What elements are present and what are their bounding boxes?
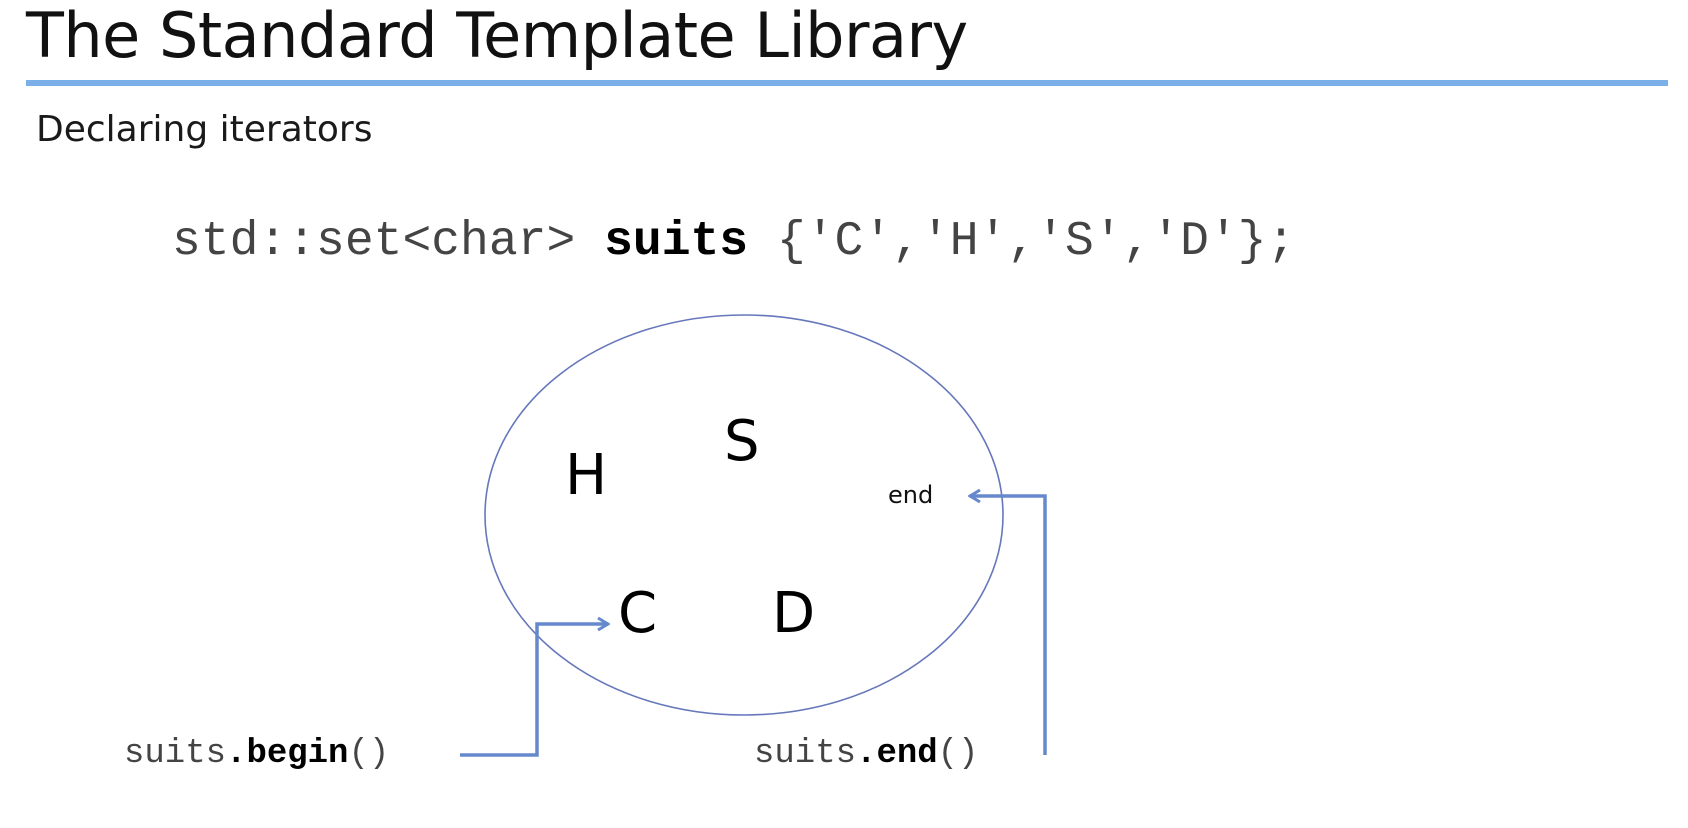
end-position-label: end xyxy=(888,481,934,509)
begin-call-code: suits.begin() xyxy=(124,734,389,774)
set-element-h: H xyxy=(565,443,608,508)
declaration-variable-name: suits xyxy=(604,215,749,269)
set-element-d: D xyxy=(772,581,816,646)
begin-call-parens: () xyxy=(348,735,390,773)
title-underline xyxy=(26,80,1668,86)
set-declaration-code: std::set<char> suits {'C','H','S','D'}; xyxy=(172,214,1295,270)
declaration-type: std::set<char> xyxy=(172,215,605,269)
end-call-dot: . xyxy=(856,735,877,773)
set-element-c: C xyxy=(618,581,658,646)
begin-call-dot: . xyxy=(226,735,247,773)
begin-iterator-arrow xyxy=(460,624,608,757)
set-container-ellipse xyxy=(484,314,1004,716)
begin-call-object: suits xyxy=(124,735,227,773)
end-call-parens: () xyxy=(937,735,979,773)
set-element-s: S xyxy=(724,409,760,474)
begin-call-method: begin xyxy=(246,735,349,773)
end-call-code: suits.end() xyxy=(754,734,978,774)
end-call-method: end xyxy=(876,735,938,773)
end-call-object: suits xyxy=(754,735,857,773)
slide-title: The Standard Template Library xyxy=(26,0,968,72)
declaration-initializer: {'C','H','S','D'}; xyxy=(748,215,1296,269)
slide-subtitle: Declaring iterators xyxy=(36,109,373,150)
end-iterator-arrow xyxy=(970,496,1047,755)
